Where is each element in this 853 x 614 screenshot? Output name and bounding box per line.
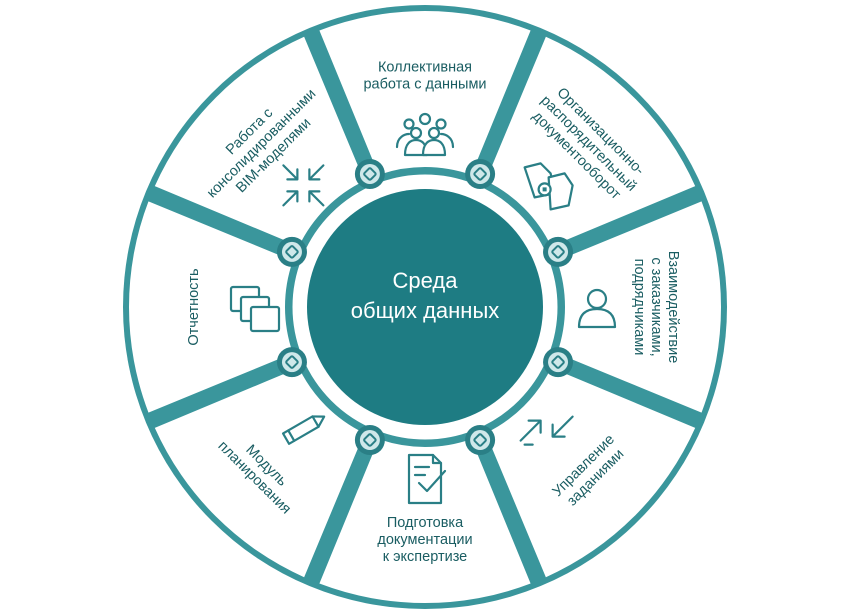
connector-node-inner xyxy=(359,430,380,451)
label-reports-line-1: Отчетность xyxy=(186,268,202,345)
segment-planning xyxy=(154,367,365,578)
connector-node-glyph xyxy=(363,167,377,181)
label-collab-line-2: работа с данными xyxy=(363,77,486,93)
label-clients-line-1: Взаимодействие xyxy=(665,251,681,364)
people-group-icon xyxy=(395,112,455,157)
label-expertise-line-2: документации xyxy=(377,532,472,548)
segment-reports xyxy=(128,201,293,413)
connector-node-glyph xyxy=(363,433,377,447)
connector-node-inner xyxy=(548,352,569,373)
segment-collab xyxy=(319,11,531,175)
connector-node-inner xyxy=(281,352,302,373)
copy-documents-icon xyxy=(229,285,281,333)
label-expertise-line-1: Подготовка xyxy=(387,515,464,531)
documents-exchange-icon xyxy=(523,162,574,211)
center-title-line-1: Среда xyxy=(393,268,459,293)
segment-clients xyxy=(557,201,722,413)
person-icon xyxy=(577,288,617,329)
connector-node-inner xyxy=(548,241,569,262)
connector-node-inner xyxy=(359,163,380,184)
label-clients-line-3: подрядчиками xyxy=(631,259,647,356)
label-reports: Отчетность xyxy=(186,268,202,345)
converge-arrows-icon xyxy=(282,164,325,207)
connectors xyxy=(276,158,574,456)
connector-node-glyph xyxy=(473,433,487,447)
pencil-icon xyxy=(281,415,326,445)
segment-expertise xyxy=(319,439,531,603)
label-clients-line-2: с заказчиками, xyxy=(648,257,664,356)
arrows-icon xyxy=(519,415,574,446)
connector-node-glyph xyxy=(285,245,299,259)
label-expertise-line-3: к экспертизе xyxy=(383,549,467,565)
label-collab-line-1: Коллективная xyxy=(378,60,472,76)
connector-node-glyph xyxy=(473,167,487,181)
connector-node-glyph xyxy=(551,355,565,369)
connector-node-inner xyxy=(281,241,302,262)
connector-node-inner xyxy=(470,163,491,184)
center-disc xyxy=(307,189,543,425)
connector-node-inner xyxy=(470,430,491,451)
document-check-icon xyxy=(407,453,447,505)
connector-node-glyph xyxy=(551,245,565,259)
center-title-line-2: общих данных xyxy=(351,298,500,323)
connector-node-glyph xyxy=(285,355,299,369)
